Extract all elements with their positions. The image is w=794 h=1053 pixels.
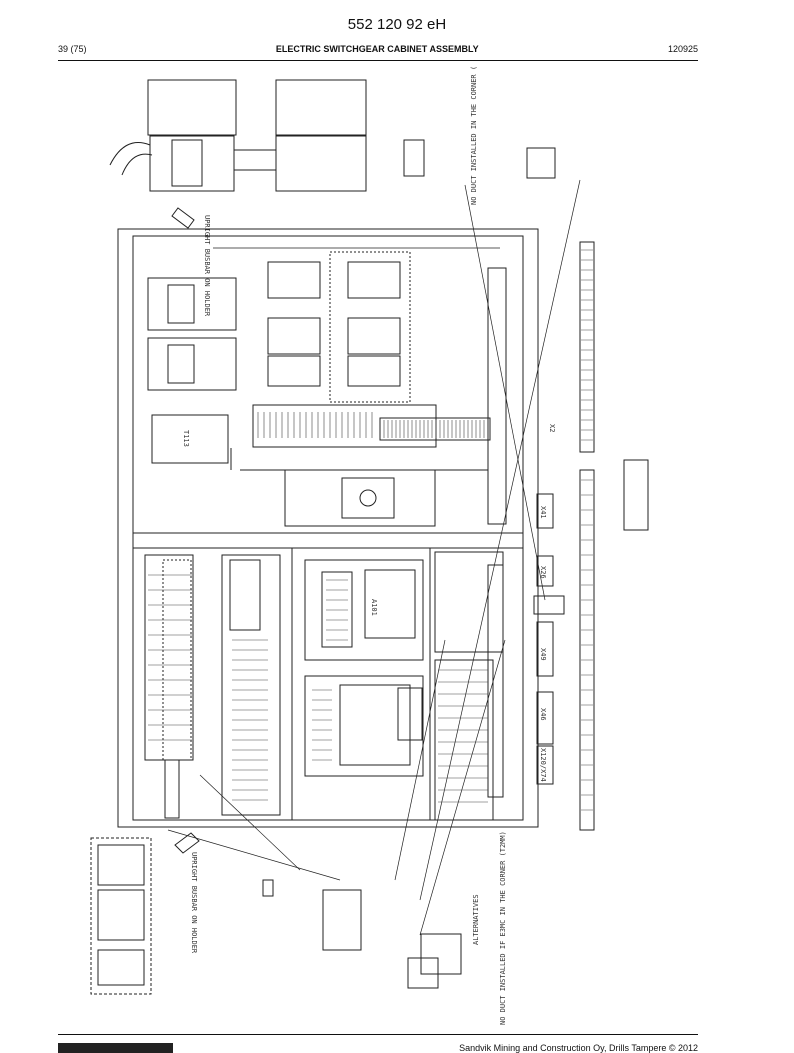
transformer-t113: [151, 414, 229, 464]
label-duct-bottom: NO DUCT INSTALLED IF E3MC IN THE CORNER …: [499, 831, 507, 1025]
label-duct-top: NO DUCT INSTALLED IN THE CORNER (T2MM): [470, 66, 478, 205]
cabinet-drawing: UPRIGHT BUSBAR ON HOLDER UPRIGHT BUSBAR …: [90, 66, 649, 1025]
header-rule: [58, 60, 698, 61]
cabinet-outline: [117, 228, 539, 828]
label-x120: X120/X74: [539, 748, 547, 782]
page-header: 39 (75) ELECTRIC SWITCHGEAR CABINET ASSE…: [58, 42, 698, 56]
label-x46: X46: [539, 708, 547, 721]
document-number: 552 120 92 eH: [347, 16, 447, 33]
label-x49: X49: [539, 648, 547, 661]
footer-copyright: Sandvik Mining and Construction Oy, Dril…: [459, 1043, 698, 1053]
label-x26: X26: [539, 566, 547, 579]
page-number: 39 (75): [58, 44, 87, 54]
label-alternatives: ALTERNATIVES: [472, 894, 480, 945]
top-contactor-b: [275, 79, 367, 136]
footer-rule: [58, 1034, 698, 1035]
label-x41: X41: [539, 506, 547, 519]
label-x2: X2: [548, 424, 556, 432]
page-title: ELECTRIC SWITCHGEAR CABINET ASSEMBLY: [275, 44, 479, 54]
label-upright-bottom: UPRIGHT BUSBAR ON HOLDER: [190, 852, 198, 954]
date-code: 120925: [667, 44, 698, 54]
label-t113: T113: [182, 430, 190, 447]
assembly-drawing: UPRIGHT BUSBAR ON HOLDER UPRIGHT BUSBAR …: [58, 66, 698, 1032]
top-contactor-a: [147, 79, 237, 136]
sandvik-logo: [58, 1043, 173, 1053]
label-upright-top: UPRIGHT BUSBAR ON HOLDER: [203, 215, 211, 317]
label-a101: A101: [370, 599, 378, 616]
